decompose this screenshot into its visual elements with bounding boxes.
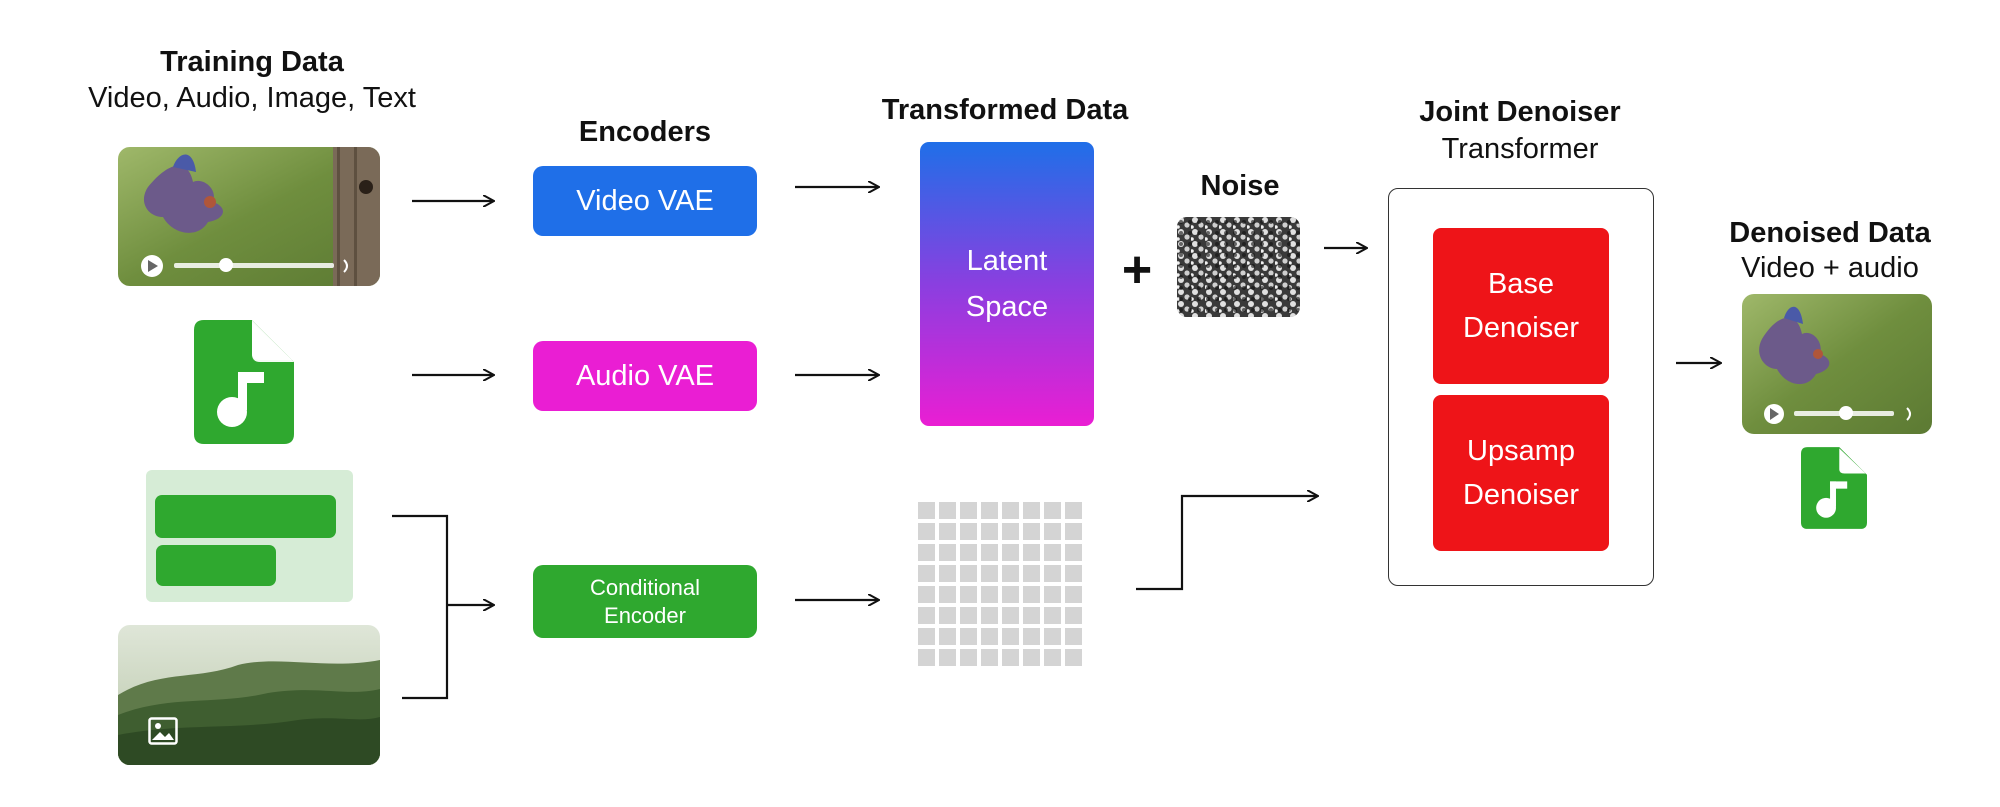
- transformed-title: Transformed Data: [881, 94, 1129, 126]
- base-denoiser-box: Base Denoiser: [1433, 228, 1609, 384]
- denoiser-title: Joint Denoiser: [1419, 96, 1621, 128]
- upsamp-denoiser-line1: Upsamp: [1467, 434, 1575, 467]
- step-grid-to-denoiser: [1136, 496, 1317, 591]
- upsamp-denoiser-box: Upsamp Denoiser: [1433, 395, 1609, 551]
- noise-image: [1177, 217, 1300, 317]
- output-audio-file-icon: [1801, 446, 1867, 530]
- joint-denoiser-container: [1388, 188, 1654, 586]
- conditional-encoder-line2: Encoder: [604, 602, 686, 628]
- text-line-bar: [156, 545, 276, 586]
- upsamp-denoiser-line2: Denoiser: [1462, 479, 1580, 511]
- output-subtitle: Video + audio: [1741, 252, 1919, 284]
- base-denoiser-line1: Base: [1487, 267, 1555, 300]
- output-title: Denoised Data: [1729, 217, 1931, 249]
- text-line-bar: [155, 495, 336, 538]
- conditional-grid: [918, 502, 1082, 666]
- volume-icon[interactable]: [1902, 406, 1916, 422]
- video-player-controls: [118, 147, 380, 286]
- encoders-title: Encoders: [578, 116, 712, 148]
- play-icon[interactable]: [1764, 404, 1786, 426]
- plus-sign: +: [1121, 241, 1153, 299]
- audio-vae-box: Audio VAE: [533, 341, 757, 411]
- latent-space-box: Latent Space: [920, 142, 1094, 426]
- conditional-encoder-line1: Conditional: [589, 575, 701, 600]
- output-video-thumbnail: [1742, 294, 1932, 434]
- image-thumbnail: [118, 625, 380, 765]
- latent-space-line1: Latent: [966, 244, 1048, 277]
- noise-title: Noise: [1200, 170, 1280, 202]
- play-icon[interactable]: [140, 254, 164, 278]
- base-denoiser-line2: Denoiser: [1462, 312, 1580, 344]
- denoiser-subtitle: Transformer: [1441, 133, 1599, 165]
- conditional-encoder-box: Conditional Encoder: [533, 565, 757, 638]
- training-subtitle: Video, Audio, Image, Text: [88, 82, 416, 114]
- training-title: Training Data: [160, 46, 344, 78]
- video-thumbnail: [118, 147, 380, 286]
- audio-file-icon: [194, 320, 294, 444]
- image-icon: [148, 717, 178, 745]
- volume-icon[interactable]: [338, 257, 354, 275]
- bracket-text-image: [392, 514, 449, 700]
- text-input-panel: [146, 470, 353, 602]
- video-vae-box: Video VAE: [533, 166, 757, 236]
- latent-space-line2: Space: [965, 291, 1049, 323]
